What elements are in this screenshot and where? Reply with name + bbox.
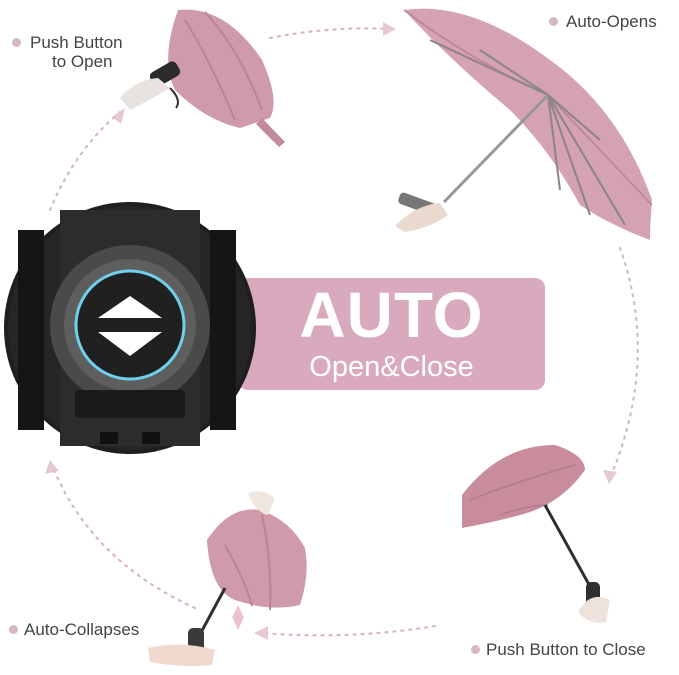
bullet-auto-collapses: [9, 625, 18, 634]
arrow-icon: [45, 22, 617, 640]
umbrella-open: [395, 8, 653, 241]
bullet-push-close: [471, 645, 480, 654]
umbrella-closing: [462, 445, 610, 623]
bullet-push-open: [12, 38, 21, 47]
dotted-cycle-path: [48, 27, 639, 637]
open-close-subtitle: Open&Close: [309, 351, 474, 383]
label-push-button-to-close: Push Button to Close: [486, 640, 646, 659]
auto-title: AUTO: [299, 279, 484, 351]
umbrella-closed-push-open: [120, 9, 285, 147]
label-push-button-to-open-line2: to Open: [52, 52, 113, 71]
umbrella-collapsed: [148, 491, 307, 666]
auto-feature-card: [238, 278, 545, 390]
bullet-auto-opens: [549, 17, 558, 26]
label-auto-opens: Auto-Opens: [566, 12, 657, 31]
label-auto-collapses: Auto-Collapses: [24, 620, 140, 639]
label-push-button-to-open-line1: Push Button: [30, 33, 123, 52]
